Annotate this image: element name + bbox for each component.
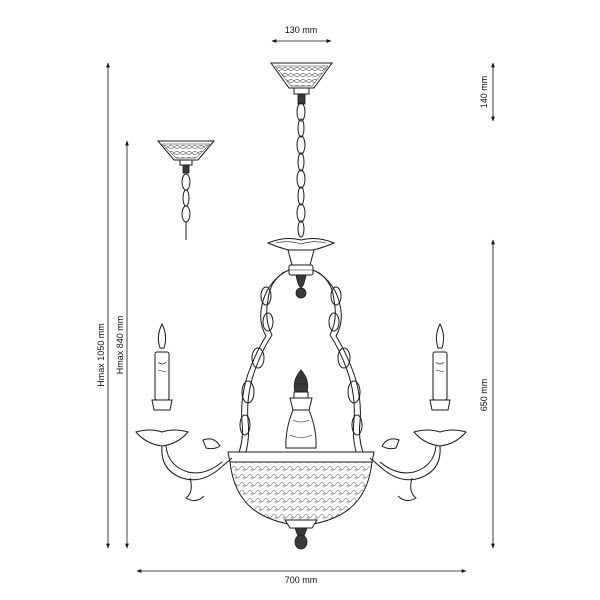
lace-bowl — [227, 451, 375, 550]
right-candle-arm — [369, 322, 467, 502]
hmax-long-label: Hmax 1050 mm — [96, 323, 106, 387]
hmax-short-label: Hmax 840 mm — [115, 316, 125, 375]
canopy-height-label: 140 mm — [479, 76, 489, 109]
dimension-canopy-width: 130 mm — [271, 25, 332, 43]
dimension-hmax-short: Hmax 840 mm — [115, 140, 129, 549]
canopy-width-label: 130 mm — [285, 25, 318, 35]
main-chain — [296, 102, 306, 238]
central-column — [285, 369, 317, 449]
dimension-body-height: 650 mm — [479, 239, 495, 549]
overall-width-label: 700 mm — [285, 575, 318, 585]
dimension-overall-width: 700 mm — [136, 569, 467, 585]
crown-fixture — [266, 238, 336, 299]
dimension-canopy-height: 140 mm — [479, 62, 495, 122]
body-height-label: 650 mm — [479, 379, 489, 412]
left-strap — [237, 269, 290, 456]
main-canopy — [270, 62, 333, 105]
left-candle-arm — [135, 322, 233, 502]
dimension-hmax-long: Hmax 1050 mm — [96, 62, 110, 549]
right-strap — [312, 269, 365, 456]
short-chain-canopy — [156, 140, 216, 240]
